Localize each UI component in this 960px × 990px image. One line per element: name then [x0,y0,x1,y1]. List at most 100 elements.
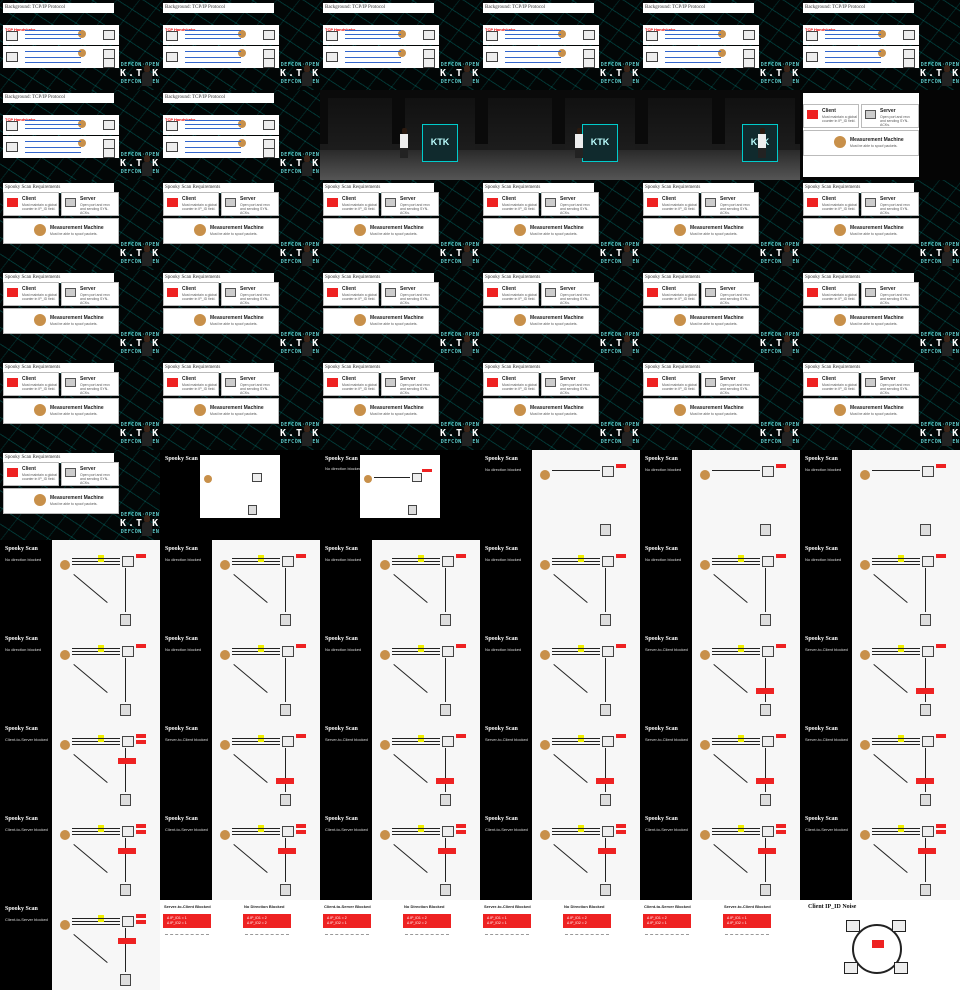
client-icon [647,198,658,207]
arrow-line [445,748,446,792]
client-ipid-label [136,734,146,738]
logo-sub-text: DEFCON·OPEN [120,169,160,175]
logo-sub-text: DEFCON·OPEN [440,439,480,445]
client-icon [282,556,294,567]
logo-sub-text: DEFCON·OPEN [600,439,640,445]
slide-title: Spooky Scan Requirements [483,363,594,373]
mini-diagram [485,934,529,975]
result-heading: Client-to-Server Blocked [644,904,691,909]
speaker-head [784,335,790,342]
measurement-icon [60,650,70,660]
arrow-line [553,844,588,874]
server-icon [545,198,556,207]
logo-sub-text: DEFCON·OPEN [280,349,320,355]
server-icon [865,110,876,119]
measurement-icon [514,404,526,416]
firewall-block [278,848,296,854]
packet-highlight [418,739,424,742]
slide-title: Spooky Scan [5,636,38,642]
slide-title: Client IP_ID Noise [808,904,857,910]
logo-sub-text: DEFCON·OPEN [280,439,320,445]
logo-small-text: DEFCON·OPEN [120,242,160,248]
client-heading: Client [822,108,836,114]
logo-small-text: DEFCON·OPEN [280,242,320,248]
person-icon [238,30,246,38]
speaker-body [942,72,952,86]
slide-title: Background: TCP/IP Protocol [323,3,434,13]
server-description: Open port and recv and sending SYN-ACKs. [560,203,590,215]
arrow-line [825,38,881,39]
measurement-icon [204,475,212,483]
server-heading: Server [880,376,896,382]
speaker-figure [575,128,583,158]
server-icon [385,198,396,207]
slide-title: Spooky Scan Requirements [643,183,754,193]
measurement-description: Must be able to spoof packets. [210,412,258,416]
client-ipid-label [136,740,146,744]
measurement-heading: Measurement Machine [530,225,584,231]
arrow-line [552,470,600,471]
slide-title: Spooky Scan Requirements [643,273,754,283]
handshake-diagram: TCP Handshake [163,115,279,135]
logo-main-text: K.T.K [440,248,480,259]
arrow-line [232,561,280,562]
logo-sub-text: DEFCON·OPEN [440,349,480,355]
server-icon [120,704,131,716]
server-heading: Server [240,196,256,202]
arrow-line [712,654,760,655]
delta-line-1: Δ IP_ID1 = 1 [727,916,747,920]
speaker-body [302,72,312,86]
logo-main-text: K.T.K [760,338,800,349]
client-icon [807,110,818,119]
handshake-diagram: TCP Handshake [323,25,439,45]
server-icon [385,378,396,387]
client-description: Must maintain a global counter in IP_ID … [502,203,538,211]
arrow-line [925,748,926,792]
measurement-heading: Measurement Machine [50,225,104,231]
arrow-line [712,470,760,471]
client-heading: Client [22,466,36,472]
packet-highlight [738,829,744,832]
speaker-head [144,335,150,342]
packet-highlight [98,559,104,562]
slide-subtitle: Server-to-Client blocked [805,737,848,742]
slide-subtitle: No direction blocked [485,557,522,562]
speaker-figure [302,245,312,267]
person-icon [878,30,886,38]
client-ipid-label [936,734,946,738]
measurement-icon [194,224,206,236]
client-icon [647,378,658,387]
measurement-icon [380,740,390,750]
arrow-line [393,664,428,694]
arrow-line [553,664,588,694]
arrow-line [712,651,760,652]
speaker-figure [942,65,952,87]
slide-title: Spooky Scan Requirements [483,273,594,283]
slide-subtitle: Client-to-Server blocked [805,827,848,832]
arrow-line [445,568,446,612]
arrow-line [765,658,766,702]
logo-small-text: DEFCON·OPEN [440,332,480,338]
diagram-panel [52,720,160,810]
slide-title: Spooky Scan [485,456,518,462]
measurement-icon [34,494,46,506]
client-description: Must maintain a global counter in IP_ID … [22,203,58,211]
logo-sub-text: DEFCON·OPEN [280,259,320,265]
